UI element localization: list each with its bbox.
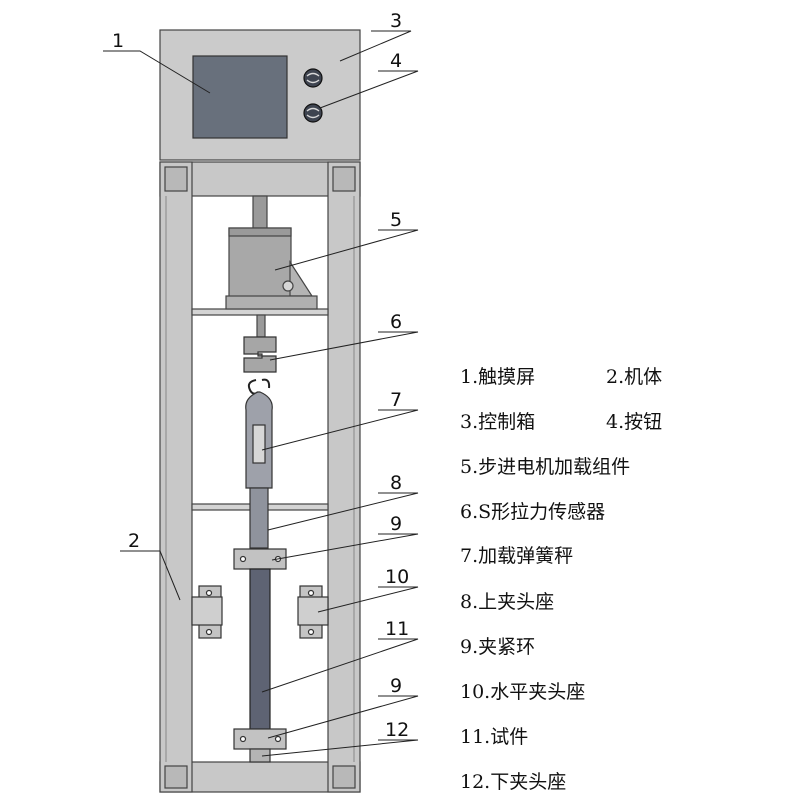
callout-8: 8 [390, 472, 402, 494]
legend-item-6: 6.S形拉力传感器 [460, 501, 605, 523]
specimen [249, 568, 271, 730]
horizontal-clamp-left [191, 585, 223, 639]
horizontal-clamp-right [297, 585, 329, 639]
legend-item-11: 11.试件 [460, 726, 528, 748]
callout-6: 6 [390, 311, 402, 333]
legend-item-4: 4.按钮 [606, 411, 662, 433]
legend-item-2: 2.机体 [606, 366, 662, 388]
control-box [159, 29, 361, 161]
callout-12: 12 [385, 719, 409, 741]
callout-7: 7 [390, 389, 402, 411]
callout-5: 5 [390, 209, 402, 231]
legend-item-9: 9.夹紧环 [460, 636, 535, 658]
leader-lines [103, 30, 419, 757]
s-load-sensor [243, 336, 277, 395]
legend-item-7: 7.加载弹簧秤 [460, 545, 573, 567]
legend-item-3: 3.控制箱 [460, 411, 535, 433]
stepper-motor-assembly [225, 195, 318, 338]
button-icon [303, 68, 323, 88]
lower-clamp [233, 728, 287, 763]
callout-3: 3 [390, 10, 402, 32]
callout-9-upper: 9 [390, 513, 402, 535]
button-icon [303, 103, 323, 123]
legend-item-10: 10.水平夹头座 [460, 681, 585, 703]
legend: 1.触摸屏 2.机体 3.控制箱 4.按钮 5.步进电机加载组件 6.S形拉力传… [460, 366, 662, 793]
callout-9-lower: 9 [390, 675, 402, 697]
legend-item-12: 12.下夹头座 [460, 771, 566, 793]
callout-11: 11 [385, 618, 409, 640]
callout-4: 4 [390, 50, 402, 72]
callout-10: 10 [385, 566, 409, 588]
touch-screen [192, 55, 288, 139]
callout-labels: 1 2 3 4 5 6 7 8 9 10 11 9 12 [112, 10, 409, 741]
spring-scale [245, 391, 273, 549]
callout-1: 1 [112, 30, 124, 52]
legend-item-5: 5.步进电机加载组件 [460, 456, 630, 478]
callout-2: 2 [128, 530, 140, 552]
legend-item-8: 8.上夹头座 [460, 591, 554, 613]
legend-item-1: 1.触摸屏 [460, 366, 535, 388]
